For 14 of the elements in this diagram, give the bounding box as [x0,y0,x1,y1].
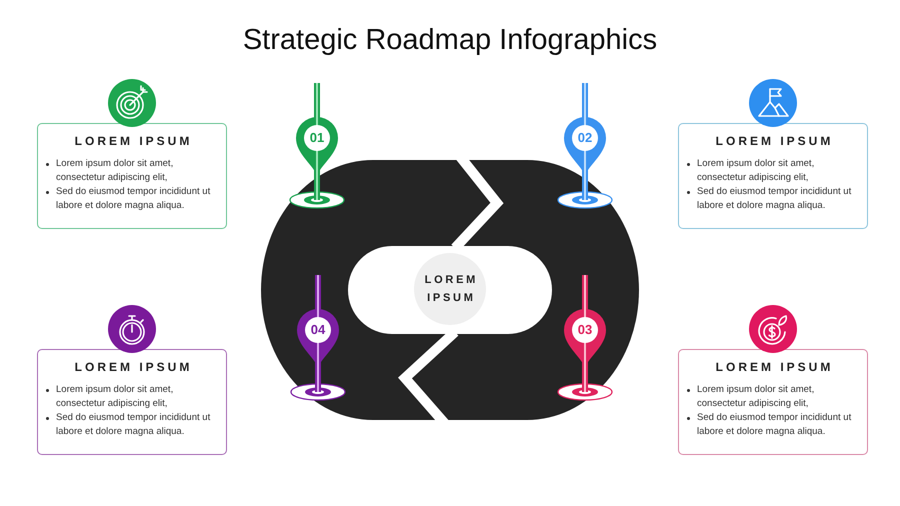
bullet-text: Sed do eiusmod tempor incididunt ut labore et dolore magna aliqua. [697,185,852,213]
card-heading: LOREM IPSUM [74,133,192,149]
bullet-text: Lorem ipsum dolor sit amet, consectetur adipiscing elit, [56,157,174,185]
card-heading: LOREM IPSUM [714,133,834,149]
bullet-text: Sed do eiusmod tempor incididunt ut labore et dolore magna aliqua. [697,411,852,439]
bullet-text: Lorem ipsum dolor sit amet, consectetur adipiscing elit, [697,157,816,185]
hub-label: LOREM IPSUM [424,273,480,306]
card-heading: LOREM IPSUM [714,359,834,375]
bullet-text: Lorem ipsum dolor sit amet, consectetur adipiscing elit, [697,383,816,411]
card-heading: LOREM IPSUM [74,359,192,375]
bullet-text: Lorem ipsum dolor sit amet, consectetur adipiscing elit, [56,383,174,411]
title: Strategic Roadmap Infographics [242,23,658,58]
bullet-text: Sed do eiusmod tempor incididunt ut labore et dolore magna aliqua. [56,411,212,439]
bullet-text: Sed do eiusmod tempor incididunt ut labore et dolore magna aliqua. [56,185,212,213]
